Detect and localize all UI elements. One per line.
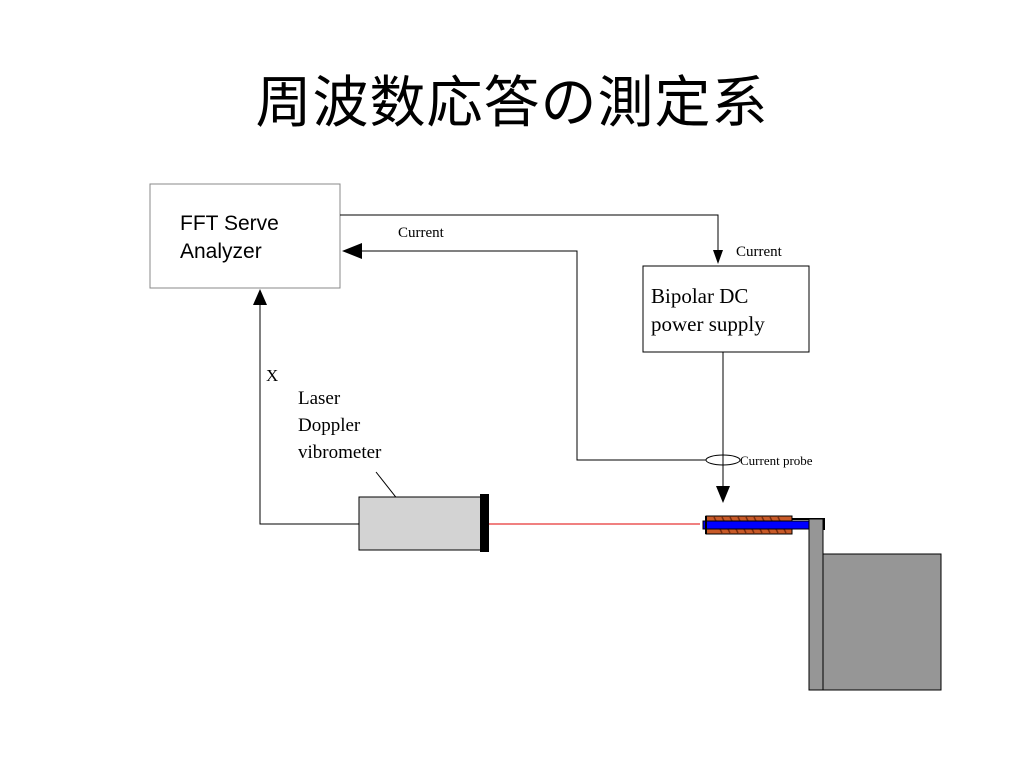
- power-supply-label-line1: Bipolar DC: [651, 284, 748, 308]
- current-out-label: Current: [736, 244, 783, 260]
- current-return-line: [342, 243, 706, 461]
- bracket: [792, 518, 825, 530]
- fft-analyzer-label-line2: Analyzer: [180, 240, 262, 263]
- power-to-coil-line: [716, 352, 730, 503]
- x-signal-arrowhead: [253, 289, 267, 305]
- support-stand: [808, 518, 942, 691]
- vibrometer-body: [358, 496, 482, 551]
- power-supply-label-line2: power supply: [651, 312, 765, 336]
- current-output-line: [340, 214, 723, 264]
- current-return-label: Current: [398, 225, 445, 241]
- magnet-bar: [702, 520, 810, 530]
- actuator-assembly: [702, 515, 825, 535]
- fft-analyzer-box: FFT Serve Analyzer: [149, 183, 341, 289]
- fft-analyzer-label-line1: FFT Serve: [180, 212, 279, 235]
- vibrometer-label-line3: vibrometer: [298, 442, 382, 463]
- stand-block: [822, 553, 942, 691]
- stand-post: [808, 518, 824, 691]
- vibrometer-device: [358, 494, 489, 552]
- vibrometer-label-line1: Laser: [298, 388, 341, 409]
- current-probe-ring: [705, 454, 741, 466]
- x-signal-line: [253, 289, 359, 525]
- coil-arrowhead: [716, 486, 730, 503]
- current-probe-label: Current probe: [740, 453, 813, 468]
- x-signal-label: X: [266, 366, 278, 385]
- current-return-arrowhead: [342, 243, 362, 259]
- vibrometer-lens: [480, 494, 489, 552]
- slide-title: 周波数応答の測定系: [255, 71, 769, 136]
- vibrometer-label-line2: Doppler: [298, 415, 361, 436]
- power-supply-box: Bipolar DC power supply: [642, 265, 810, 353]
